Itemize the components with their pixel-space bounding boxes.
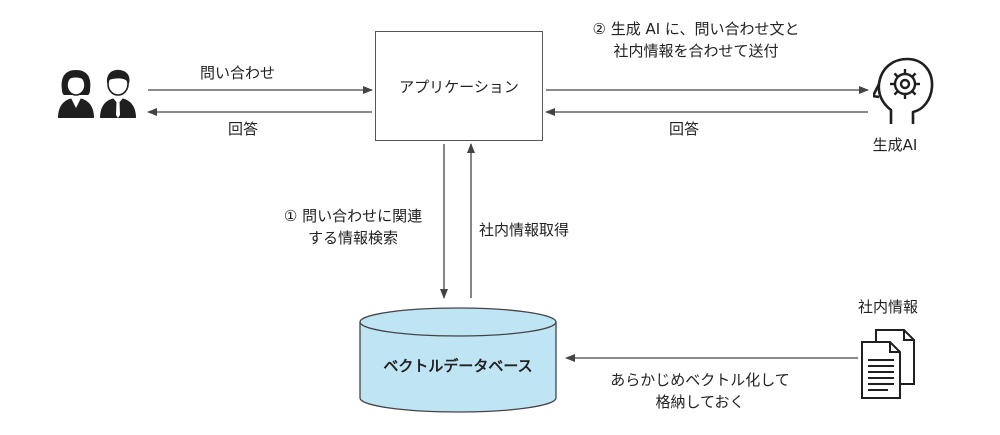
generative-ai-label: 生成AI [872,136,918,154]
label-search-line2: する情報検索 [307,229,398,247]
documents-icon [861,329,915,399]
application-node: アプリケーション [375,31,543,141]
label-answer-from-ai: 回答 [669,120,700,138]
users-icon [58,69,136,118]
application-label: アプリケーション [399,77,519,96]
label-send-line2: 社内情報を合わせて送付 [613,42,779,60]
label-answer-to-user: 回答 [228,120,259,138]
label-store-line2: 格納しておく [655,393,745,411]
label-send-line1: ② 生成 AI に、問い合わせ文と [592,20,800,38]
database-cylinder-icon [359,307,557,413]
vector-database-label: ベクトルデータベース [383,357,533,375]
internal-info-label: 社内情報 [857,298,918,316]
label-store: あらかじめベクトル化して 格納しておく [580,369,820,413]
label-search-line1: ① 問い合わせに関連 [283,207,423,225]
label-send-to-ai: ② 生成 AI に、問い合わせ文と 社内情報を合わせて送付 [566,18,826,62]
ai-head-gear-icon [873,57,934,124]
label-retrieve: 社内情報取得 [479,221,570,239]
label-store-line1: あらかじめベクトル化して [610,371,790,389]
label-inquiry: 問い合わせ [200,64,276,82]
label-search: ① 問い合わせに関連 する情報検索 [263,205,443,249]
